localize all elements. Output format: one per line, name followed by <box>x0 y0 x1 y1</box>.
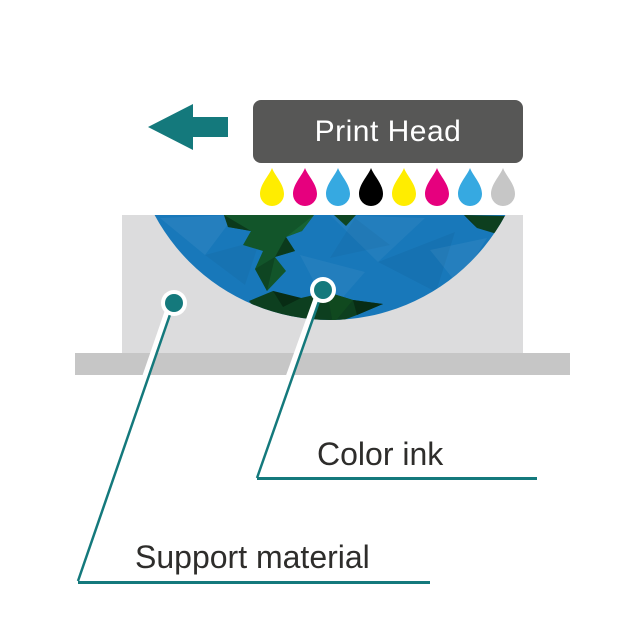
build-platform <box>75 353 570 375</box>
cyan-ink-drop <box>458 168 482 206</box>
continent-south-america <box>224 215 314 291</box>
gray-ink-drop <box>491 168 515 206</box>
globe-ocean <box>154 215 506 320</box>
ocean-facets <box>160 215 487 312</box>
leader-line-color-ink <box>250 277 537 480</box>
cyan-ink-drop <box>326 168 350 206</box>
print-head-box: Print Head <box>253 100 523 163</box>
continent-small-islands <box>334 215 506 234</box>
callout-dot-color-ink <box>314 281 332 299</box>
magenta-ink-drop <box>293 168 317 206</box>
left-arrow-icon <box>148 104 228 150</box>
yellow-ink-drop <box>260 168 284 206</box>
callout-dot-support-material <box>165 294 183 312</box>
yellow-ink-drop <box>392 168 416 206</box>
magenta-ink-drop <box>425 168 449 206</box>
color-ink-label: Color ink <box>313 433 556 475</box>
print-head-label: Print Head <box>314 114 462 148</box>
ink-droplets-group <box>260 168 515 206</box>
support-material-label: Support material <box>119 536 479 578</box>
leader-line-support-material <box>72 290 430 584</box>
black-ink-drop <box>359 168 383 206</box>
